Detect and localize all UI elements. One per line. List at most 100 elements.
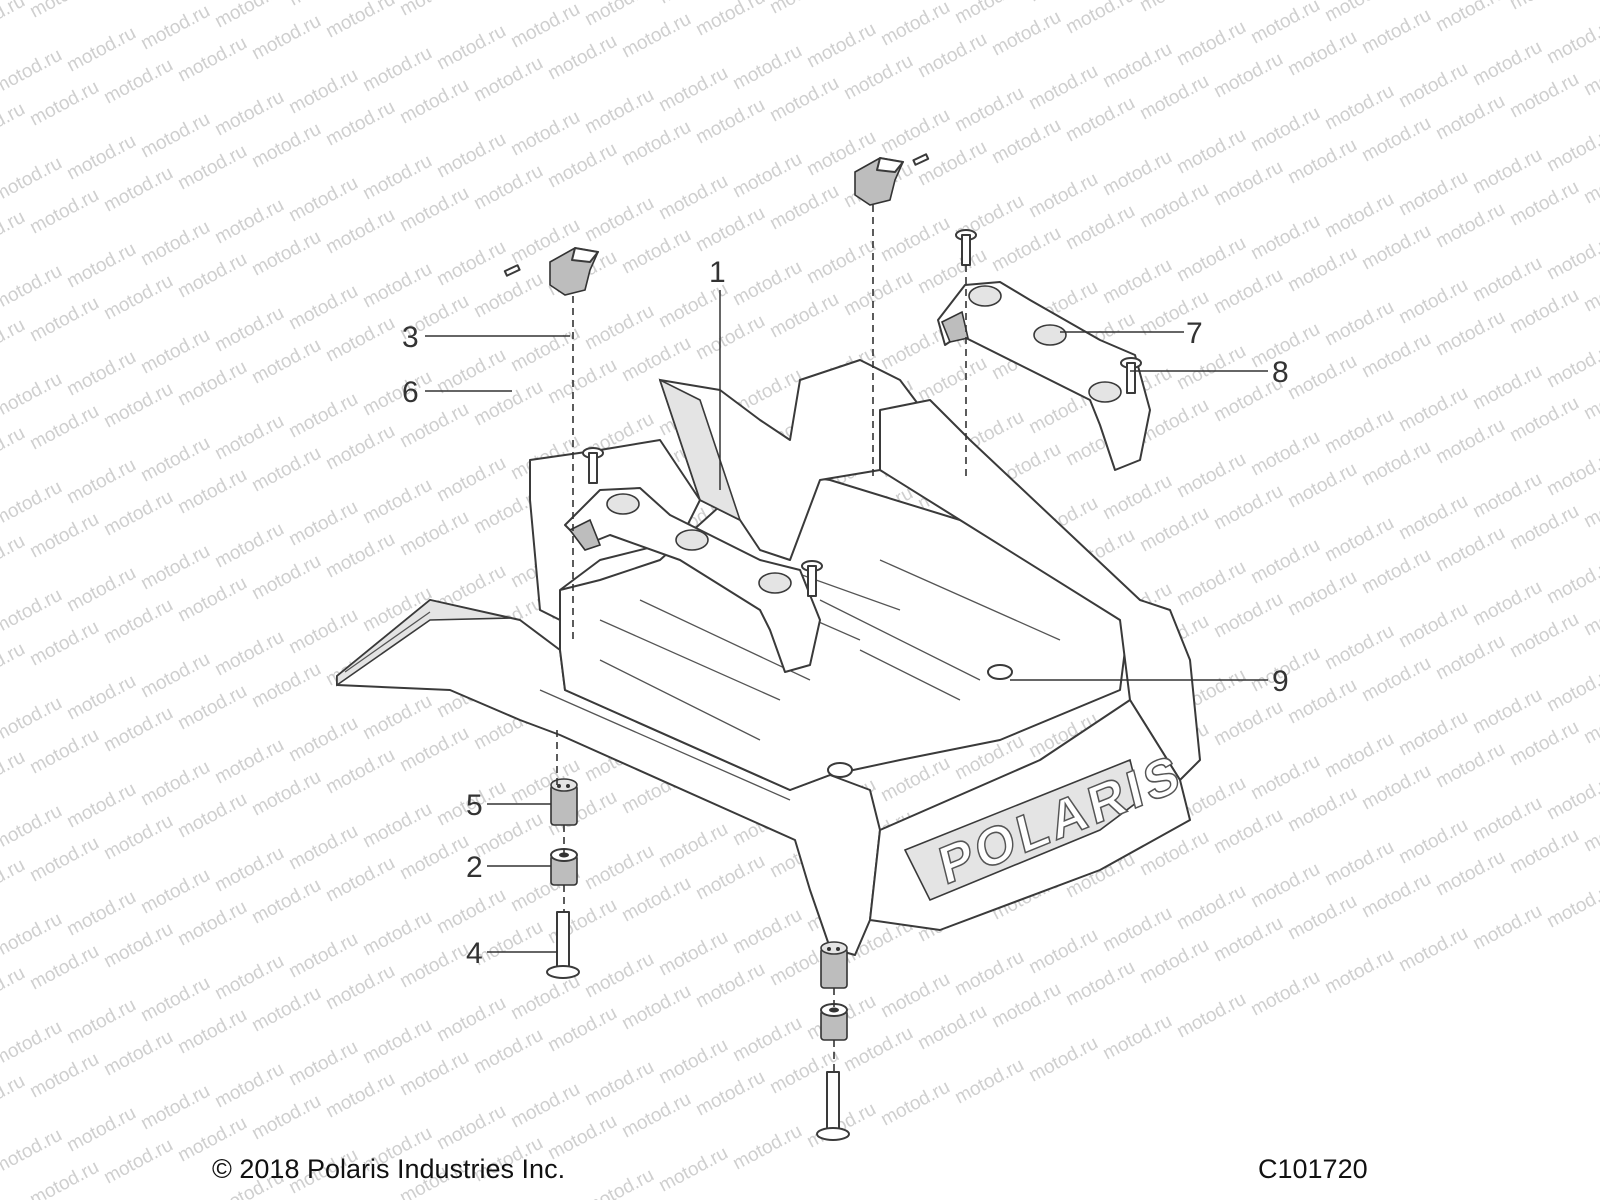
clip-right	[854, 157, 905, 206]
watermark-text: motod.ru	[100, 703, 176, 757]
watermark-text: motod.ru	[1469, 577, 1545, 631]
watermark-text: motod.ru	[359, 799, 435, 853]
bumper-part-5	[550, 778, 578, 826]
watermark-text: motod.ru	[1173, 557, 1249, 611]
pin-left-part-6	[503, 264, 521, 277]
watermark-text: motod.ru	[544, 1003, 620, 1057]
watermark-text: motod.ru	[544, 31, 620, 85]
watermark-text: motod.ru	[840, 267, 916, 321]
watermark-text: motod.ru	[766, 73, 842, 127]
watermark-text: motod.ru	[100, 55, 176, 109]
watermark-text: motod.ru	[1543, 15, 1600, 69]
watermark-text: motod.ru	[1543, 663, 1600, 717]
watermark-text: motod.ru	[692, 851, 768, 905]
watermark-text: motod.ru	[1506, 177, 1582, 231]
watermark-text: motod.ru	[63, 887, 139, 941]
callout-7: 7	[1186, 317, 1203, 350]
watermark-text: motod.ru	[544, 895, 620, 949]
bolt-part-4	[546, 911, 580, 979]
watermark-text: motod.ru	[1284, 567, 1360, 621]
watermark-text: motod.ru	[248, 335, 324, 389]
watermark-text: motod.ru	[1210, 157, 1286, 211]
watermark-text: motod.ru	[0, 747, 29, 801]
watermark-text: motod.ru	[1506, 717, 1582, 771]
watermark-text: motod.ru	[470, 269, 546, 323]
watermark-text: motod.ru	[1395, 923, 1471, 977]
watermark-text: motod.ru	[1469, 901, 1545, 955]
watermark-text: motod.ru	[211, 0, 287, 32]
watermark-text: motod.ru	[692, 311, 768, 365]
callout-2: 2	[466, 851, 483, 884]
left-bracket-hole-3	[758, 572, 792, 594]
watermark-text: motod.ru	[359, 43, 435, 97]
watermark-text: motod.ru	[26, 833, 102, 887]
watermark-text: motod.ru	[211, 843, 287, 897]
watermark-text: motod.ru	[1358, 761, 1434, 815]
watermark-text: motod.ru	[1543, 771, 1600, 825]
watermark-text: motod.ru	[655, 927, 731, 981]
watermark-text: motod.ru	[174, 249, 250, 303]
watermark-text: motod.ru	[1580, 371, 1600, 425]
watermark-text: motod.ru	[285, 173, 361, 227]
copyright-notice: © 2018 Polaris Industries Inc.	[212, 1154, 566, 1184]
watermark-text: motod.ru	[1469, 37, 1545, 91]
watermark-text: motod.ru	[1173, 989, 1249, 1043]
watermark-text: motod.ru	[1506, 393, 1582, 447]
push-pin-center	[801, 560, 823, 597]
watermark-text: motod.ru	[63, 1103, 139, 1157]
watermark-text: motod.ru	[618, 333, 694, 387]
watermark-text: motod.ru	[1395, 599, 1471, 653]
watermark-text: motod.ru	[26, 1157, 102, 1200]
watermark-text: motod.ru	[174, 465, 250, 519]
watermark-text: motod.ru	[26, 293, 102, 347]
watermark-text: motod.ru	[0, 1125, 66, 1179]
watermark-text: motod.ru	[803, 1099, 879, 1153]
watermark-text: motod.ru	[581, 0, 657, 30]
cargo-box-right-wall	[879, 399, 1201, 781]
watermark-text: motod.ru	[1321, 0, 1397, 26]
watermark-text: motod.ru	[1321, 837, 1397, 891]
watermark-text: motod.ru	[322, 97, 398, 151]
watermark-text: motod.ru	[285, 821, 361, 875]
tailgate-panel	[903, 758, 1141, 902]
watermark-text: motod.ru	[1321, 297, 1397, 351]
watermark-text: motod.ru	[1469, 145, 1545, 199]
callout-5: 5	[466, 789, 483, 822]
watermark-text: motod.ru	[100, 595, 176, 649]
watermark-text: motod.ru	[359, 691, 435, 745]
watermark-text: motod.ru	[1321, 189, 1397, 243]
watermark-text: motod.ru	[1358, 5, 1434, 59]
watermark-text: motod.ru	[0, 855, 29, 909]
watermark-text: motod.ru	[1321, 405, 1397, 459]
watermark-text: motod.ru	[433, 129, 509, 183]
watermark-text: motod.ru	[1173, 17, 1249, 71]
watermark-text: motod.ru	[63, 779, 139, 833]
watermark-text: motod.ru	[1136, 179, 1212, 233]
watermark-text: motod.ru	[803, 235, 879, 289]
watermark-text: motod.ru	[285, 929, 361, 983]
watermark-text: motod.ru	[1580, 587, 1600, 641]
watermark-text: motod.ru	[1469, 469, 1545, 523]
watermark-text: motod.ru	[359, 475, 435, 529]
watermark-text: motod.ru	[396, 507, 472, 561]
watermark-text: motod.ru	[1247, 211, 1323, 265]
watermark-text: motod.ru	[63, 563, 139, 617]
watermark-text: motod.ru	[137, 649, 213, 703]
watermark-text: motod.ru	[655, 1035, 731, 1089]
watermark-text: motod.ru	[248, 443, 324, 497]
callout-8: 8	[1272, 356, 1289, 389]
watermark-text: motod.ru	[1432, 631, 1508, 685]
spacer-right	[820, 1003, 848, 1041]
watermark-text: motod.ru	[1506, 285, 1582, 339]
watermark-text: motod.ru	[618, 981, 694, 1035]
watermark-text: motod.ru	[433, 885, 509, 939]
watermark-text: motod.ru	[211, 1059, 287, 1113]
watermark-text: motod.ru	[1432, 0, 1508, 36]
watermark-text: motod.ru	[248, 119, 324, 173]
watermark-text: motod.ru	[285, 65, 361, 119]
watermark-text: motod.ru	[433, 237, 509, 291]
watermark-text: motod.ru	[63, 347, 139, 401]
watermark-text: motod.ru	[1395, 491, 1471, 545]
watermark-text: motod.ru	[322, 421, 398, 475]
watermark-text: motod.ru	[470, 1025, 546, 1079]
